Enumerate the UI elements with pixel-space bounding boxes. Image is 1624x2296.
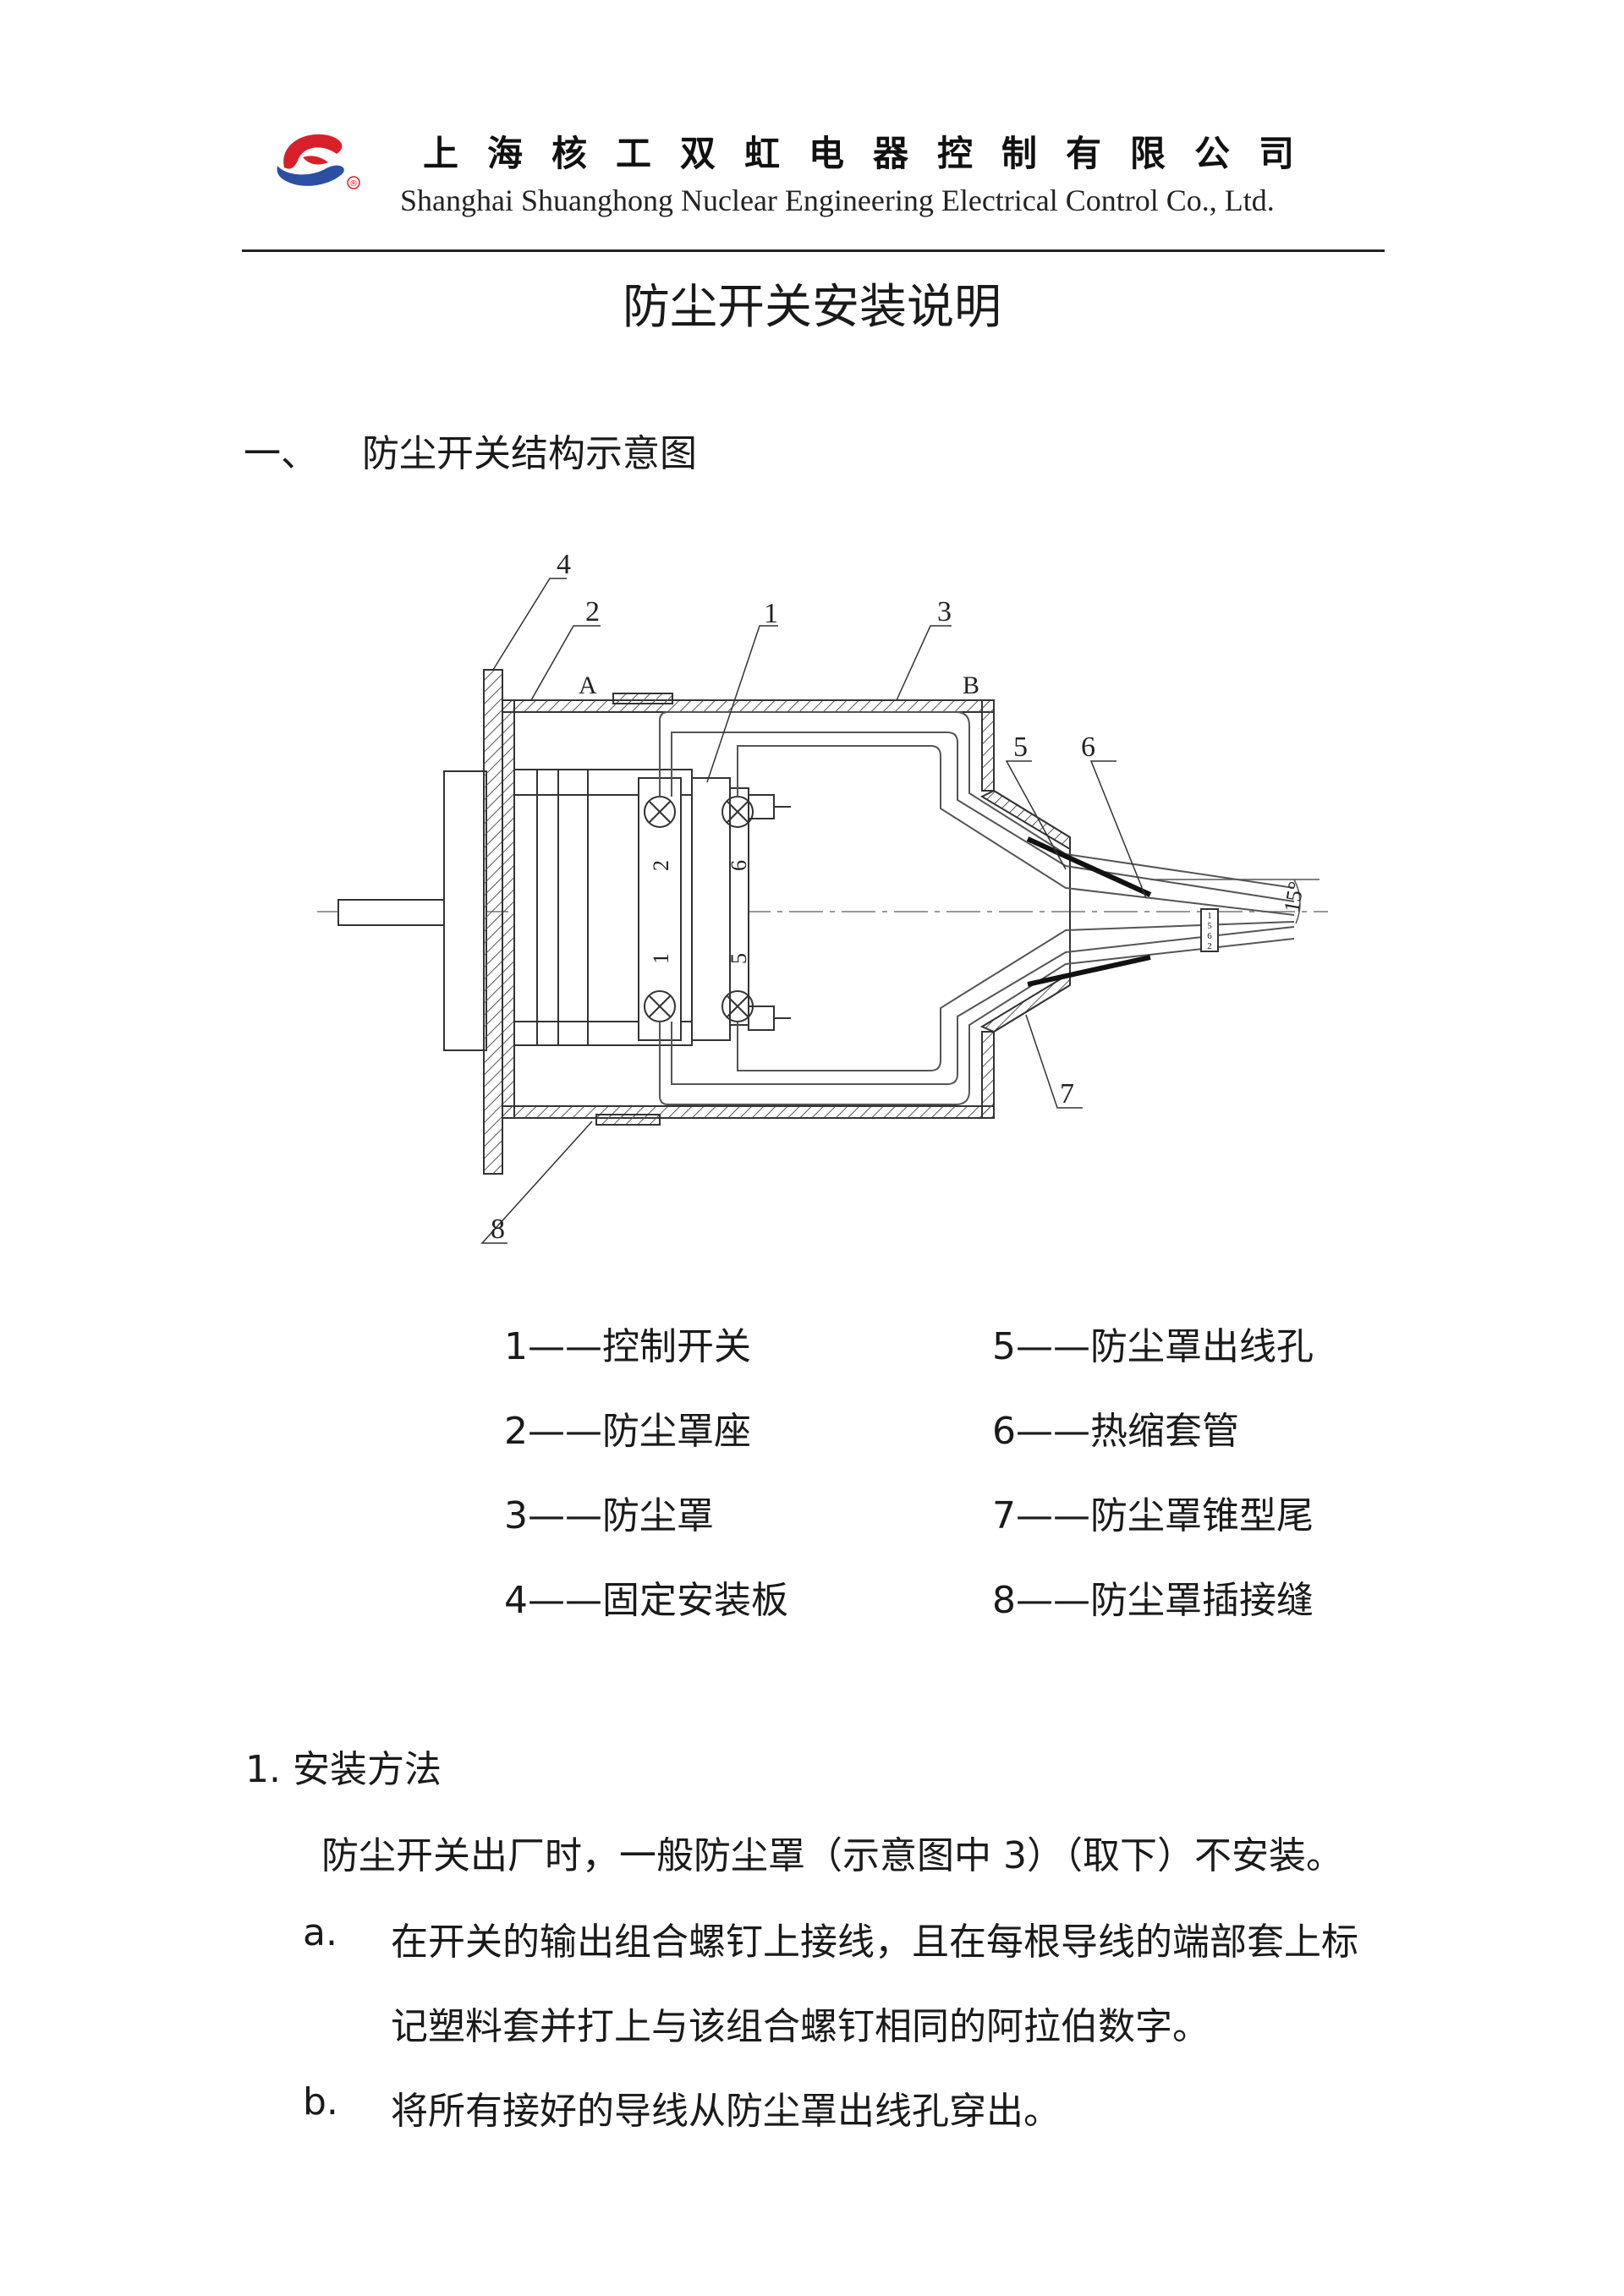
terminal-label-2: 2 xyxy=(649,860,673,871)
header-divider xyxy=(242,249,1385,252)
point-label-a: A xyxy=(579,671,597,699)
section-number: 一、 xyxy=(244,432,318,475)
legend-item: 2——防尘罩座 xyxy=(504,1410,751,1453)
logo-red-swoosh xyxy=(283,134,343,169)
wire-bundle xyxy=(659,711,1295,1105)
heat-shrink-upper xyxy=(1026,836,1152,897)
legend-item: 8——防尘罩插接缝 xyxy=(992,1579,1314,1622)
logo-blue-swoosh xyxy=(277,165,344,186)
cover-wall-bottom xyxy=(502,1105,995,1119)
legend-item: 7——防尘罩锥型尾 xyxy=(992,1494,1314,1537)
legend-item: 5——防尘罩出线孔 xyxy=(992,1325,1314,1368)
heat-shrink-lower xyxy=(1027,955,1151,987)
flange xyxy=(443,770,487,1051)
svg-text:5: 5 xyxy=(1207,921,1212,931)
install-intro: 防尘开关出厂时，一般防尘罩（示意图中 3）（取下）不安装。 xyxy=(321,1834,1343,1877)
company-name-en: Shanghai Shuanghong Nuclear Engineering … xyxy=(400,184,1275,217)
legend-item: 6——热缩套管 xyxy=(992,1410,1239,1453)
callout-6: 6 xyxy=(1081,732,1095,763)
callout-1: 1 xyxy=(764,598,778,629)
legend-item: 4——固定安装板 xyxy=(504,1579,788,1622)
cone-tail-upper xyxy=(979,789,1071,851)
shaft xyxy=(337,899,445,926)
callout-3: 3 xyxy=(937,596,952,627)
structure-diagram: 2 6 1 5 1 5 6 2 15° 4 2 1 3 5 6 7 8 A B xyxy=(317,549,1328,1245)
seam-collar-top xyxy=(612,693,673,704)
legend-item: 3——防尘罩 xyxy=(504,1494,714,1537)
mounting-plate xyxy=(483,669,503,1175)
angle-label: 15° xyxy=(1279,879,1309,914)
install-heading: 1. 安装方法 xyxy=(245,1748,442,1791)
company-logo: ® xyxy=(277,134,360,189)
document-title: 防尘开关安装说明 xyxy=(623,280,1001,335)
callout-5: 5 xyxy=(1013,732,1028,763)
list-item-b-line1: 将所有接好的导线从防尘罩出线孔穿出。 xyxy=(391,2090,1061,2133)
list-item-a-line1: 在开关的输出组合螺钉上接线，且在每根导线的端部套上标 xyxy=(391,1921,1358,1964)
list-item-a-line2: 记塑料套并打上与该组合螺钉相同的阿拉伯数字。 xyxy=(391,2005,1210,2048)
wire-marker-sleeves xyxy=(1200,908,1219,952)
seam-collar-bottom xyxy=(595,1114,661,1126)
callout-4: 4 xyxy=(557,549,571,580)
company-name-cn: 上海核工双虹电器控制有限公司 xyxy=(423,133,1324,174)
callout-8: 8 xyxy=(491,1214,505,1245)
cover-wall-left xyxy=(502,699,515,1119)
terminal-label-5: 5 xyxy=(727,953,751,964)
cover-wall-right-top xyxy=(981,699,995,792)
cover-wall-top xyxy=(502,699,995,713)
registered-mark: ® xyxy=(349,179,358,189)
terminal-label-1: 1 xyxy=(649,953,673,964)
svg-text:1: 1 xyxy=(1207,911,1212,921)
callout-2: 2 xyxy=(585,596,600,627)
legend-item: 1——控制开关 xyxy=(504,1325,751,1368)
cone-tail-lower xyxy=(979,972,1071,1033)
callout-7: 7 xyxy=(1060,1078,1074,1110)
svg-text:6: 6 xyxy=(1207,931,1212,941)
section-title: 防尘开关结构示意图 xyxy=(362,432,697,475)
svg-text:2: 2 xyxy=(1207,941,1212,951)
list-marker-a: a. xyxy=(303,1911,337,1954)
terminal-label-6: 6 xyxy=(727,860,751,871)
point-label-b: B xyxy=(963,671,979,699)
leader-lines xyxy=(480,578,1147,1244)
list-marker-b: b. xyxy=(303,2080,338,2123)
cover-wall-right-bottom xyxy=(981,1031,995,1119)
